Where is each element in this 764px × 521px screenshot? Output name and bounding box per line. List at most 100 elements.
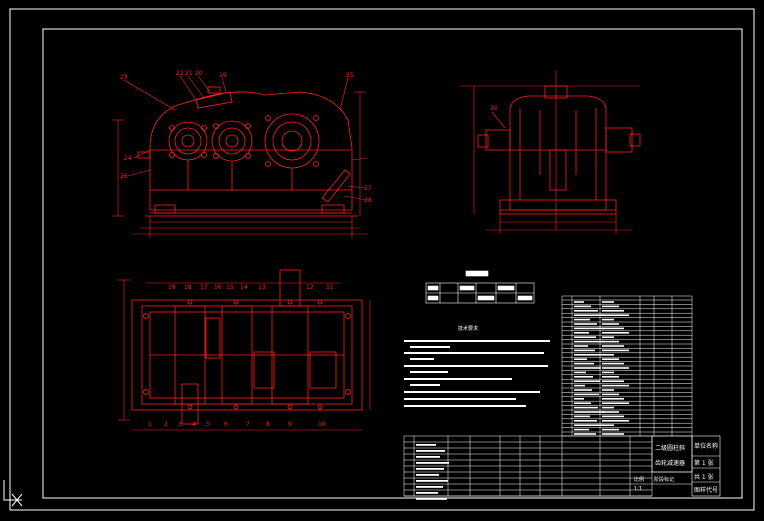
svg-text:20: 20 bbox=[195, 70, 203, 77]
bom-row-text bbox=[602, 318, 614, 321]
bom-row-text bbox=[602, 411, 619, 413]
bom-row-text bbox=[574, 411, 605, 413]
bom-row-text bbox=[602, 323, 619, 325]
bom-row-text bbox=[574, 376, 593, 378]
bom-row-text bbox=[574, 389, 592, 391]
bom-row-text bbox=[574, 301, 584, 303]
svg-text:14: 14 bbox=[240, 284, 248, 291]
bom-row-text bbox=[602, 349, 629, 352]
ucs-axis-icon bbox=[3, 480, 23, 507]
svg-text:21: 21 bbox=[185, 70, 193, 77]
svg-text:28: 28 bbox=[364, 197, 372, 204]
bom-row-text bbox=[602, 340, 619, 343]
svg-text:26: 26 bbox=[120, 173, 128, 180]
svg-text:4: 4 bbox=[192, 421, 196, 428]
revision-row-text bbox=[416, 492, 438, 494]
plan-view-labels: 19 18 17 16 15 14 13 12 11 1 2 3 4 5 6 7… bbox=[148, 284, 334, 428]
tech-req-heading: 技术要求 bbox=[458, 325, 478, 332]
revision-table bbox=[403, 435, 653, 500]
plan-view-dimensions bbox=[118, 279, 371, 431]
scale-value: 1:1 bbox=[634, 486, 642, 492]
bom-row-text bbox=[574, 314, 605, 316]
svg-text:6: 6 bbox=[224, 421, 228, 428]
bom-row-text bbox=[602, 380, 624, 382]
drawing-code-label: 图样代号 bbox=[694, 486, 718, 494]
sheet-current: 第 1 张 bbox=[694, 459, 714, 467]
bom-row-text bbox=[602, 424, 614, 426]
bom-row-text bbox=[574, 367, 601, 369]
bom-row-text bbox=[574, 428, 589, 431]
svg-text:19: 19 bbox=[168, 284, 176, 291]
bom-row-text bbox=[602, 345, 624, 347]
revision-row-text bbox=[416, 498, 447, 500]
front-view bbox=[137, 86, 358, 217]
parts-list bbox=[561, 295, 693, 437]
revision-row-text bbox=[416, 480, 448, 482]
bom-row-text bbox=[574, 393, 599, 396]
bom-row-text bbox=[574, 345, 588, 347]
outer-sheet-border bbox=[9, 8, 755, 511]
svg-text:18: 18 bbox=[184, 284, 192, 291]
bom-row-text bbox=[574, 349, 595, 352]
svg-text:2: 2 bbox=[164, 421, 168, 428]
bom-row-text bbox=[602, 354, 614, 356]
bom-row-text bbox=[602, 406, 614, 409]
svg-text:22: 22 bbox=[176, 70, 184, 77]
front-view-labels: 23 22 21 20 19 25 24 26 27 28 bbox=[120, 70, 372, 204]
revision-row-text bbox=[416, 486, 443, 488]
revision-row-text bbox=[416, 468, 444, 470]
svg-text:13: 13 bbox=[258, 284, 266, 291]
bom-row-text bbox=[574, 340, 603, 343]
revision-row-text bbox=[416, 444, 436, 446]
svg-text:24: 24 bbox=[124, 155, 132, 162]
bom-row-text bbox=[602, 420, 629, 422]
svg-text:15: 15 bbox=[226, 284, 234, 291]
bom-row-text bbox=[574, 332, 589, 334]
bom-row-text bbox=[574, 318, 590, 321]
bom-row-text bbox=[602, 398, 624, 400]
product-name-line1: 二级圆柱斜 bbox=[655, 444, 685, 452]
plan-view bbox=[131, 269, 363, 425]
svg-text:1: 1 bbox=[148, 421, 152, 428]
sheet-total: 共 1 张 bbox=[694, 473, 714, 481]
svg-text:16: 16 bbox=[214, 284, 222, 291]
bom-row-text bbox=[602, 371, 614, 374]
svg-text:25: 25 bbox=[346, 72, 354, 79]
title-block: 二级圆柱斜 齿轮减速器 单位名称 第 1 张 共 1 张 图样代号 阶段标记 比… bbox=[634, 435, 721, 497]
svg-text:30: 30 bbox=[490, 105, 498, 112]
bom-row-text bbox=[602, 367, 629, 369]
bom-row-text bbox=[602, 384, 629, 387]
bom-row-text bbox=[574, 323, 597, 325]
svg-text:19: 19 bbox=[219, 72, 227, 79]
bom-row-text bbox=[602, 362, 624, 365]
bom-row-text bbox=[602, 305, 619, 308]
svg-text:9: 9 bbox=[288, 421, 292, 428]
bom-row-text bbox=[602, 376, 619, 378]
scale-label: 比例 bbox=[634, 476, 644, 483]
side-view bbox=[477, 85, 641, 215]
bom-row-text bbox=[602, 402, 629, 404]
bom-row-text bbox=[602, 358, 619, 360]
bom-row-text bbox=[602, 301, 614, 303]
svg-text:23: 23 bbox=[120, 74, 128, 81]
bom-row-text bbox=[574, 336, 596, 338]
bom-row-text bbox=[602, 428, 619, 431]
svg-text:11: 11 bbox=[326, 284, 334, 291]
bom-row-text bbox=[574, 433, 596, 435]
bom-row-text bbox=[574, 327, 604, 330]
product-name-line2: 齿轮减速器 bbox=[655, 459, 685, 467]
bom-row-text bbox=[602, 433, 624, 435]
bom-row-text bbox=[574, 371, 586, 374]
side-view-dimensions bbox=[460, 70, 640, 234]
bom-row-text bbox=[574, 354, 602, 356]
bom-row-text bbox=[574, 362, 594, 365]
svg-text:10: 10 bbox=[318, 421, 326, 428]
bom-row-text bbox=[574, 415, 590, 418]
revision-row-text bbox=[416, 456, 440, 458]
side-view-labels: 30 bbox=[490, 105, 498, 112]
mass-label: 阶段标记 bbox=[654, 476, 674, 483]
bom-row-text bbox=[574, 358, 587, 360]
svg-text:7: 7 bbox=[246, 421, 250, 428]
bom-row-text bbox=[574, 402, 591, 404]
